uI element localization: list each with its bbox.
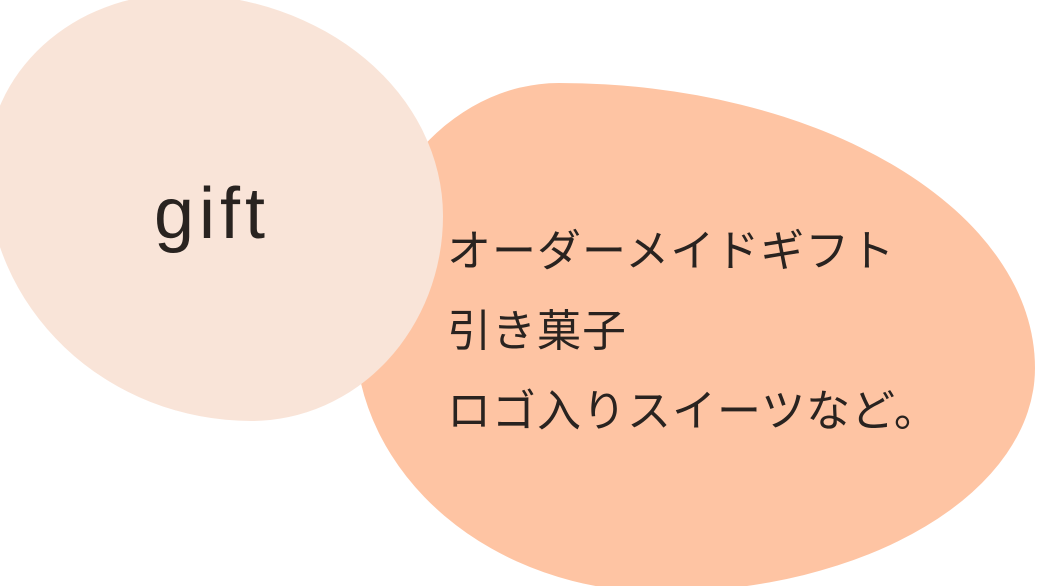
gift-description-line: ロゴ入りスイーツなど。 — [447, 387, 939, 436]
gift-bubble — [0, 0, 443, 421]
gift-description-line: オーダーメイドギフト — [447, 227, 896, 276]
gift-description: オーダーメイドギフト 引き菓子 ロゴ入りスイーツなど。 — [447, 212, 939, 452]
gift-label: gift — [154, 174, 271, 254]
gift-description-line: 引き菓子 — [447, 307, 627, 356]
